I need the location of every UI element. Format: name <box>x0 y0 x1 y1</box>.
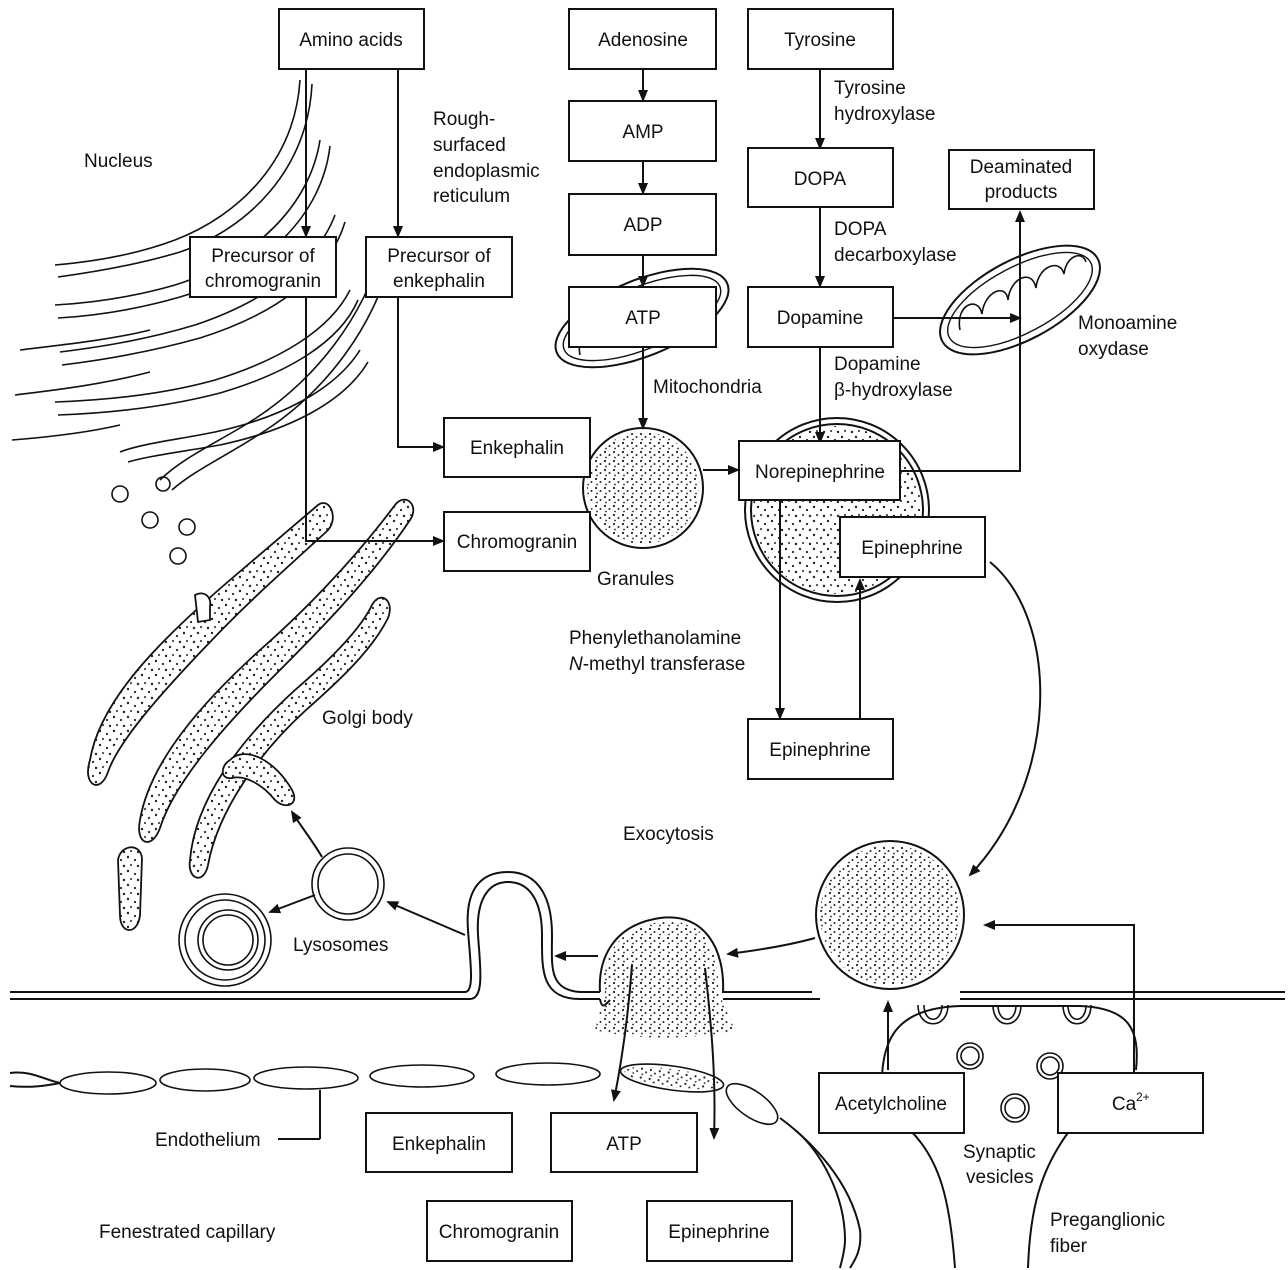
tyrosine-label: Tyrosine <box>784 30 856 51</box>
dopa-decarboxylase-label: DOPA decarboxylase <box>834 219 957 266</box>
calcium-label: Ca <box>1112 1094 1137 1115</box>
synaptic-vesicles-label: Synaptic vesicles <box>963 1142 1036 1188</box>
label-text: Synaptic <box>963 1142 1036 1163</box>
exocytosis-label: Exocytosis <box>623 824 714 845</box>
fenestrated-capillary-label: Fenestrated capillary <box>99 1222 276 1243</box>
calcium-superscript: 2+ <box>1136 1090 1150 1104</box>
box-dopamine: Dopamine <box>748 287 893 347</box>
pnmt-italic-n: N <box>569 654 583 675</box>
rough-er-membranes <box>12 80 390 564</box>
box-out-atp: ATP <box>551 1113 697 1172</box>
box-acetylcholine: Acetylcholine <box>819 1073 964 1133</box>
label-text: Monoamine <box>1078 313 1177 334</box>
label-text: Tyrosine <box>834 78 906 99</box>
box-atp: ATP <box>569 287 716 347</box>
enkephalin-label: Enkephalin <box>470 438 564 459</box>
box-amp: AMP <box>569 101 716 161</box>
dopa-label: DOPA <box>794 169 847 190</box>
label-text: surfaced <box>433 135 506 156</box>
out-enkephalin-label: Enkephalin <box>392 1134 486 1155</box>
precursor-chromogranin-line-2: chromogranin <box>205 271 321 292</box>
dopamine-label: Dopamine <box>777 308 864 329</box>
endothelium-label: Endothelium <box>155 1130 261 1151</box>
atp-label: ATP <box>625 308 661 329</box>
label-text: fiber <box>1050 1236 1088 1257</box>
out-epinephrine-label: Epinephrine <box>668 1222 769 1243</box>
mitochondria-label: Mitochondria <box>653 377 762 398</box>
box-out-epinephrine: Epinephrine <box>647 1201 792 1261</box>
label-text: reticulum <box>433 186 510 207</box>
label-text: Phenylethanolamine <box>569 628 741 649</box>
label-text: decarboxylase <box>834 245 957 266</box>
box-enkephalin: Enkephalin <box>444 418 590 477</box>
tyrosine-hydroxylase-label: Tyrosine hydroxylase <box>834 78 935 125</box>
box-out-chromogranin: Chromogranin <box>427 1201 572 1261</box>
pnmt-rest: -methyl transferase <box>583 654 746 675</box>
deaminated-line-2: products <box>985 182 1058 203</box>
chromogranin-label: Chromogranin <box>457 532 577 553</box>
label-text: N-methyl transferase <box>569 654 745 675</box>
precursor-enkephalin-line-1: Precursor of <box>387 246 491 267</box>
nucleus-label: Nucleus <box>84 151 153 172</box>
out-chromogranin-label: Chromogranin <box>439 1222 559 1243</box>
precursor-chromogranin-line-1: Precursor of <box>211 246 315 267</box>
lysosomes-label: Lysosomes <box>293 935 388 956</box>
box-norepinephrine: Norepinephrine <box>739 441 900 500</box>
box-dopa: DOPA <box>748 148 893 207</box>
label-text: DOPA <box>834 219 887 240</box>
golgi-body-label: Golgi body <box>322 708 413 729</box>
granule-storage <box>583 428 703 548</box>
epinephrine-cytosol-label: Epinephrine <box>769 740 870 761</box>
monoamine-oxidase-label: Monoamine oxydase <box>1078 313 1177 360</box>
label-text: Dopamine <box>834 354 921 375</box>
box-tyrosine: Tyrosine <box>748 9 893 69</box>
amino-acids-label: Amino acids <box>299 30 403 51</box>
box-precursor-chromogranin: Precursor of chromogranin <box>190 237 336 297</box>
granules-label: Granules <box>597 569 674 590</box>
box-adp: ADP <box>569 194 716 255</box>
label-text: β-hydroxylase <box>834 380 953 401</box>
epinephrine-granule-label: Epinephrine <box>861 538 962 559</box>
granule-exocytosis-ready <box>816 841 964 989</box>
box-deaminated-products: Deaminated products <box>949 150 1094 209</box>
box-out-enkephalin: Enkephalin <box>366 1113 512 1172</box>
label-text: endoplasmic <box>433 161 540 182</box>
deaminated-line-1: Deaminated <box>970 157 1072 178</box>
box-precursor-enkephalin: Precursor of enkephalin <box>366 237 512 297</box>
precursor-enkephalin-line-2: enkephalin <box>393 271 485 292</box>
dopamine-hydroxylase-label: Dopamine β-hydroxylase <box>834 354 953 401</box>
amp-label: AMP <box>622 122 663 143</box>
label-text: hydroxylase <box>834 104 935 125</box>
box-amino-acids: Amino acids <box>279 9 424 69</box>
label-text: Rough- <box>433 109 495 130</box>
label-text: oxydase <box>1078 339 1149 360</box>
norepinephrine-label: Norepinephrine <box>755 462 885 483</box>
preganglionic-fiber-label: Preganglionic fiber <box>1050 1210 1165 1257</box>
label-text: vesicles <box>966 1167 1034 1188</box>
lysosomes <box>179 848 384 986</box>
box-calcium: Ca 2+ <box>1058 1073 1203 1133</box>
rough-er-label: Rough- surfaced endoplasmic reticulum <box>433 109 540 207</box>
pnmt-label: Phenylethanolamine N-methyl transferase <box>569 628 745 675</box>
adp-label: ADP <box>623 215 662 236</box>
box-epinephrine-cytosol: Epinephrine <box>748 719 893 779</box>
box-adenosine: Adenosine <box>569 9 716 69</box>
adenosine-label: Adenosine <box>598 30 688 51</box>
box-chromogranin: Chromogranin <box>444 512 590 571</box>
acetylcholine-label: Acetylcholine <box>835 1094 947 1115</box>
label-text: Preganglionic <box>1050 1210 1165 1231</box>
out-atp-label: ATP <box>606 1134 642 1155</box>
box-epinephrine-granule: Epinephrine <box>840 517 985 577</box>
